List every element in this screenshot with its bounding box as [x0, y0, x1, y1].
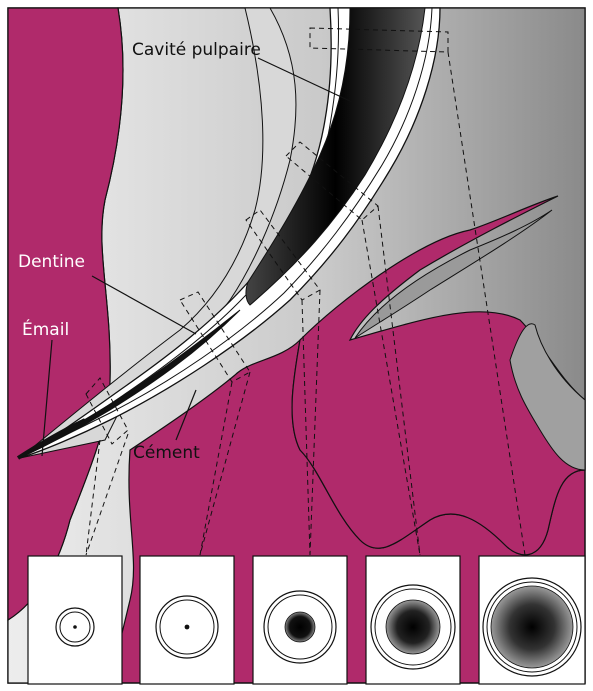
label-enamel: Émail — [22, 318, 69, 340]
cross-section-2 — [140, 556, 234, 684]
label-cementum: Cément — [133, 443, 200, 463]
cross-section-5 — [479, 556, 585, 684]
cross-section-1 — [28, 556, 122, 684]
cross-section-3 — [253, 556, 347, 684]
cross-section-4 — [366, 556, 460, 684]
label-pulp-cavity: Cavité pulpaire — [132, 40, 261, 60]
label-dentine: Dentine — [18, 252, 85, 272]
